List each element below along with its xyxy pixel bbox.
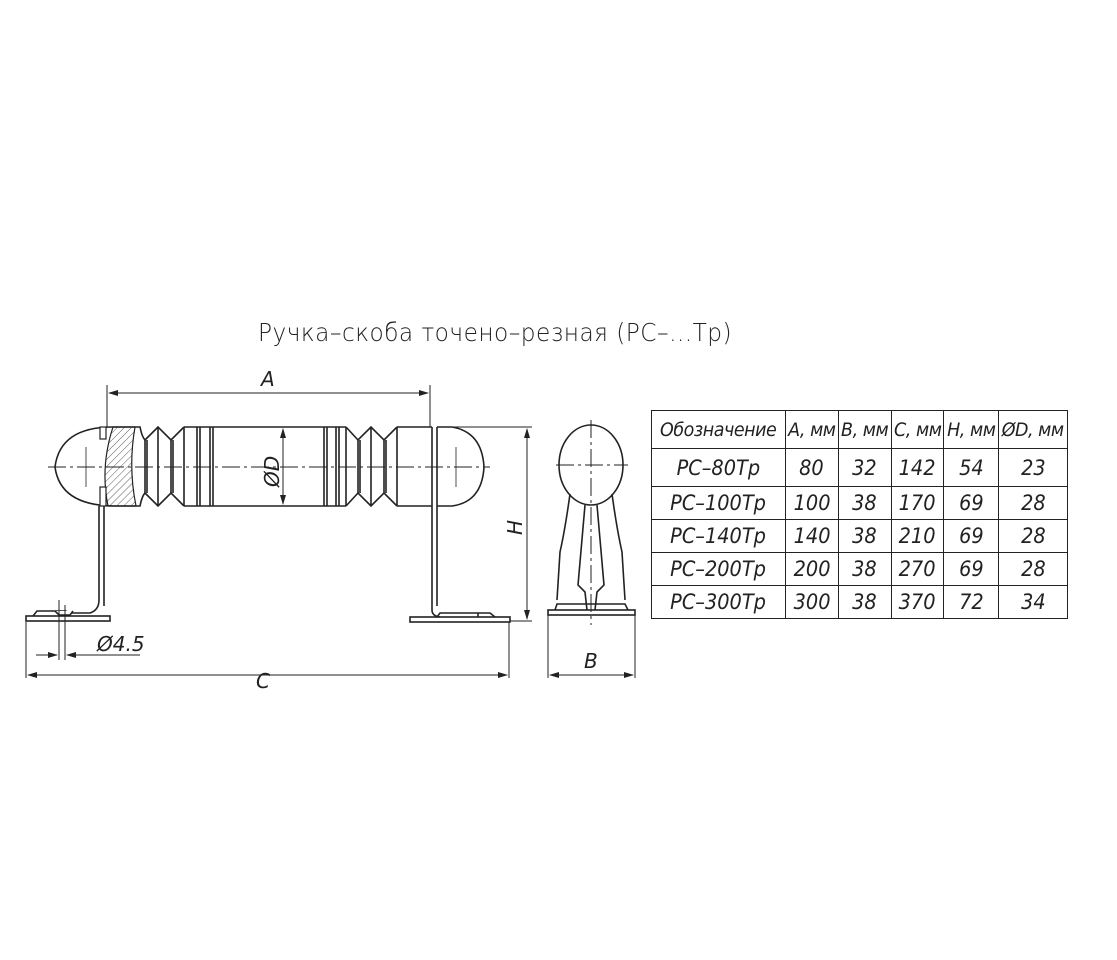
dim-label-a: A xyxy=(259,367,275,391)
header-designation: Обозначение xyxy=(651,410,786,449)
table-row: РС–100Тр 100 38 170 69 28 xyxy=(651,486,1069,520)
dim-label-h: H xyxy=(503,520,527,535)
header-d: ØD, мм xyxy=(998,410,1069,449)
dimensions-table: Обозначение A, мм B, мм C, мм H, мм ØD, … xyxy=(651,410,1069,619)
dim-label-b: B xyxy=(584,649,598,673)
table-row: РС–200Тр 200 38 270 69 28 xyxy=(651,552,1069,586)
dim-label-hole: Ø4.5 xyxy=(96,632,145,656)
dim-label-c: C xyxy=(256,669,270,693)
header-a: A, мм xyxy=(785,410,839,449)
side-view xyxy=(547,424,636,616)
table-row: РС–300Тр 300 38 370 72 34 xyxy=(651,585,1069,619)
header-h: H, мм xyxy=(943,410,1000,449)
dim-label-d: ØD xyxy=(260,456,284,488)
dimensions-front xyxy=(25,385,532,678)
drawing-title: Ручка–скоба точено–резная (РС–...Тр) xyxy=(258,318,733,347)
dimensions-side xyxy=(547,615,636,678)
header-c: C, мм xyxy=(890,410,945,449)
centerlines xyxy=(48,420,628,625)
front-view xyxy=(25,425,511,623)
table-row: РС–80Тр 80 32 142 54 23 xyxy=(651,448,1069,487)
table-row: РС–140Тр 140 38 210 69 28 xyxy=(651,519,1069,553)
table-header-row: Обозначение A, мм B, мм C, мм H, мм ØD, … xyxy=(651,410,1069,449)
header-b: B, мм xyxy=(837,410,892,449)
